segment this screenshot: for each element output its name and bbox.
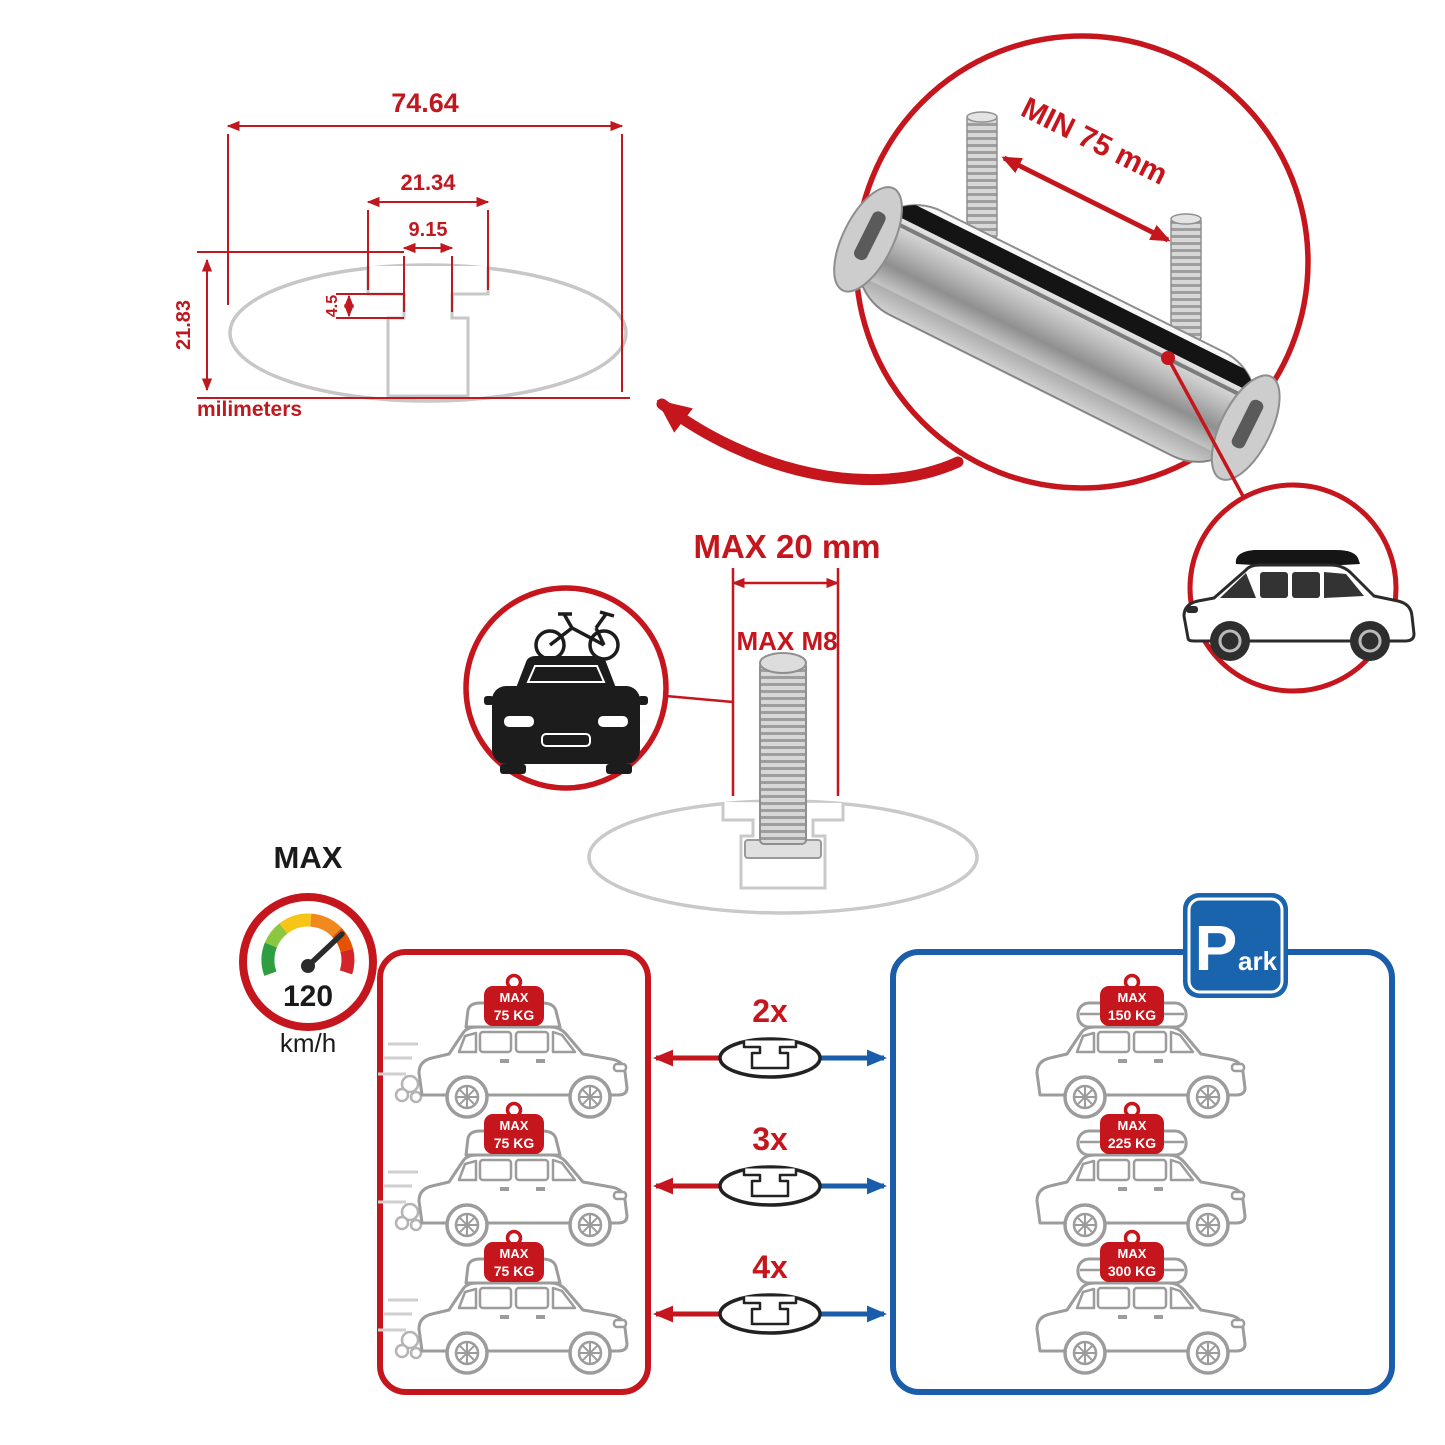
tag-load: 225 KG xyxy=(1108,1135,1156,1151)
tag-load: 75 KG xyxy=(494,1135,535,1151)
parked-load-panel: MAX 150 KG MAX 225 KG MAX 300 KG xyxy=(890,893,1395,1395)
crossbar-arrow-icon xyxy=(656,1167,884,1205)
bike-circle-leader xyxy=(665,694,734,704)
speed-unit: km/h xyxy=(280,1028,336,1058)
load-tag: MAX 75 KG xyxy=(484,973,544,1026)
load-tag: MAX 150 KG xyxy=(1100,973,1164,1026)
closeup-pointer-arrow xyxy=(656,398,964,486)
parked-car-row: MAX 150 KG xyxy=(1035,973,1247,1119)
min-distance-arrow xyxy=(1001,155,1171,243)
dimension-lines xyxy=(197,120,630,399)
bar-closeup: MIN 75 mm xyxy=(833,33,1416,694)
bolt-max-length-label: MAX 20 mm xyxy=(693,528,880,565)
mounting-screw-icon xyxy=(966,111,998,239)
car-front-icon xyxy=(484,656,648,774)
aluminum-bar-render xyxy=(833,186,1281,482)
driving-load-panel: MAX 75 KG MAX 75 KG MAX 75 KG xyxy=(376,949,651,1395)
bolt-max-thread-label: MAX M8 xyxy=(736,626,837,656)
speed-max-title: MAX xyxy=(274,840,343,875)
dim-channel-inner: 9.15 xyxy=(409,219,448,241)
tag-title: MAX xyxy=(1118,1118,1147,1133)
crossbar-arrow-icon xyxy=(656,1039,884,1077)
crossbar-arrow-icon xyxy=(656,1295,884,1333)
load-tag: MAX 225 KG xyxy=(1100,1101,1164,1154)
tag-load: 75 KG xyxy=(494,1263,535,1279)
bar-count: 2x xyxy=(752,993,788,1029)
tag-load: 300 KG xyxy=(1108,1263,1156,1279)
mounting-screw-icon xyxy=(1170,213,1202,341)
vehicle-roofbox-badge xyxy=(1182,482,1416,694)
tag-title: MAX xyxy=(500,1118,529,1133)
driving-car-row: MAX 75 KG xyxy=(376,1101,629,1247)
park-sign-suffix: ark xyxy=(1238,946,1278,976)
park-sign: P ark xyxy=(1183,893,1288,998)
speedometer-gauge xyxy=(261,913,355,976)
dim-lip-depth: 4.5 xyxy=(324,295,341,317)
speed-limit-badge: MAX 120 km/h xyxy=(239,840,377,1058)
bar-count-arrows: 2x 3x 4x xyxy=(656,993,884,1333)
parked-car-row: MAX 300 KG xyxy=(1035,1229,1247,1375)
tag-title: MAX xyxy=(500,990,529,1005)
bike-on-car-badge xyxy=(463,585,669,791)
dim-total-width: 74.64 xyxy=(391,88,459,118)
dim-channel-outer: 21.34 xyxy=(400,170,456,195)
tag-title: MAX xyxy=(1118,990,1147,1005)
driving-car-row: MAX 75 KG xyxy=(376,973,629,1119)
bar-count: 4x xyxy=(752,1249,788,1285)
tag-load: 75 KG xyxy=(494,1007,535,1023)
speedometer-needle xyxy=(305,931,345,969)
bolt-detail: MAX 20 mm MAX M8 xyxy=(463,528,979,915)
park-sign-letter: P xyxy=(1195,912,1238,984)
dim-units-label: milimeters xyxy=(197,398,302,421)
tag-title: MAX xyxy=(500,1246,529,1261)
tag-title: MAX xyxy=(1118,1246,1147,1261)
parked-car-row: MAX 225 KG xyxy=(1035,1101,1247,1247)
vehicle-connector-line xyxy=(1166,357,1246,499)
load-tag: MAX 75 KG xyxy=(484,1229,544,1282)
load-tag: MAX 300 KG xyxy=(1100,1229,1164,1282)
threaded-bolt-icon xyxy=(759,652,807,845)
load-tag: MAX 75 KG xyxy=(484,1101,544,1154)
tag-load: 150 KG xyxy=(1108,1007,1156,1023)
suv-roofbox-icon xyxy=(1182,550,1416,661)
dim-total-height: 21.83 xyxy=(173,300,195,350)
driving-car-row: MAX 75 KG xyxy=(376,1229,629,1375)
cross-section-diagram: 74.64 21.34 9.15 4.5 21.83 milimeters xyxy=(173,88,630,421)
bar-count: 3x xyxy=(752,1121,788,1157)
speed-value: 120 xyxy=(283,980,333,1013)
